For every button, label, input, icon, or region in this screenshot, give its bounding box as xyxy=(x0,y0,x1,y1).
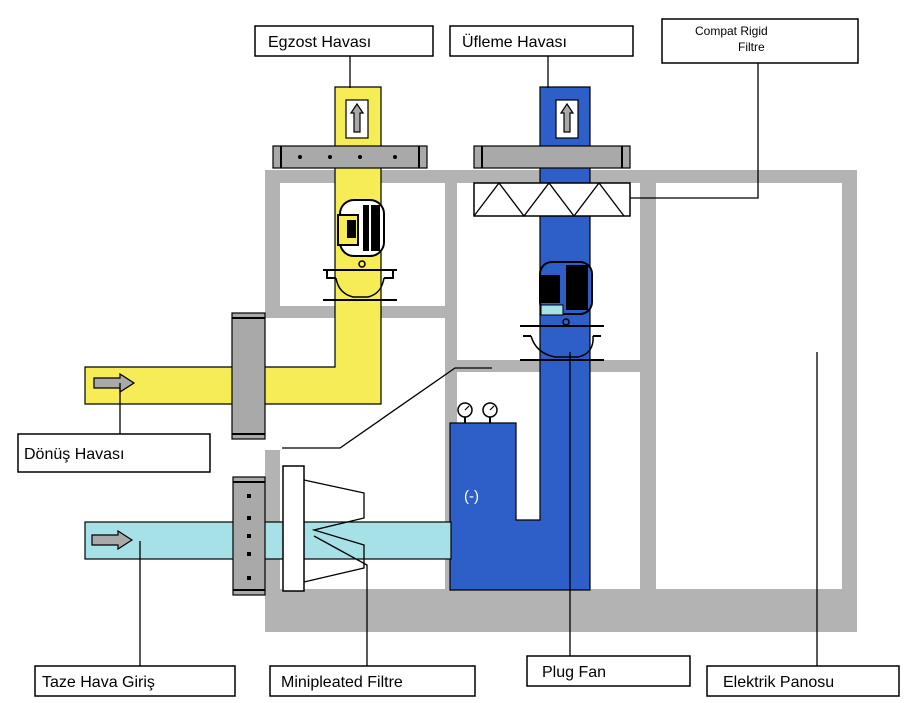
egzost-label: Egzost Havası xyxy=(268,34,371,51)
label-compat-rigid-filtre: Compat Rigid Filtre xyxy=(661,18,859,64)
minipleated-filter xyxy=(282,465,365,592)
label-donus-havasi: Dönüş Havası xyxy=(17,433,211,473)
supply-damper xyxy=(473,145,631,169)
taze-label: Taze Hava Giriş xyxy=(42,674,155,691)
return-air-damper xyxy=(231,312,266,440)
label-taze-hava-giris: Taze Hava Giriş xyxy=(34,665,236,697)
plug-fan-label: Plug Fan xyxy=(542,664,606,681)
right-arrow-icon xyxy=(93,372,136,394)
ufleme-label: Üfleme Havası xyxy=(462,33,567,51)
label-plug-fan: Plug Fan xyxy=(526,655,691,687)
label-elektrik-panosu: Elektrik Panosu xyxy=(706,665,900,697)
donus-label: Dönüş Havası xyxy=(24,446,125,463)
fresh-air-duct xyxy=(84,521,452,560)
right-arrow-icon xyxy=(91,529,134,551)
label-minipleated-filtre: Minipleated Filtre xyxy=(269,665,476,697)
label-egzost-havasi: Egzost Havası xyxy=(254,25,434,57)
pressure-gauge-icon xyxy=(457,402,498,423)
label-ufleme-havasi: Üfleme Havası xyxy=(449,25,634,57)
leader-lines xyxy=(119,56,818,666)
exhaust-damper xyxy=(272,145,428,169)
compat-label-line1: Compat Rigid xyxy=(695,24,768,38)
compact-rigid-filter xyxy=(473,181,631,218)
minipleated-label: Minipleated Filtre xyxy=(281,674,403,691)
up-arrow-icon xyxy=(555,99,579,139)
plug-fan xyxy=(520,261,604,361)
compat-label-line2: Filtre xyxy=(738,40,765,54)
negative-pressure-sign: (-) xyxy=(464,488,479,505)
elektrik-label: Elektrik Panosu xyxy=(723,674,834,691)
fresh-air-damper xyxy=(232,476,266,596)
exhaust-fan xyxy=(323,199,397,301)
up-arrow-icon xyxy=(345,99,369,139)
